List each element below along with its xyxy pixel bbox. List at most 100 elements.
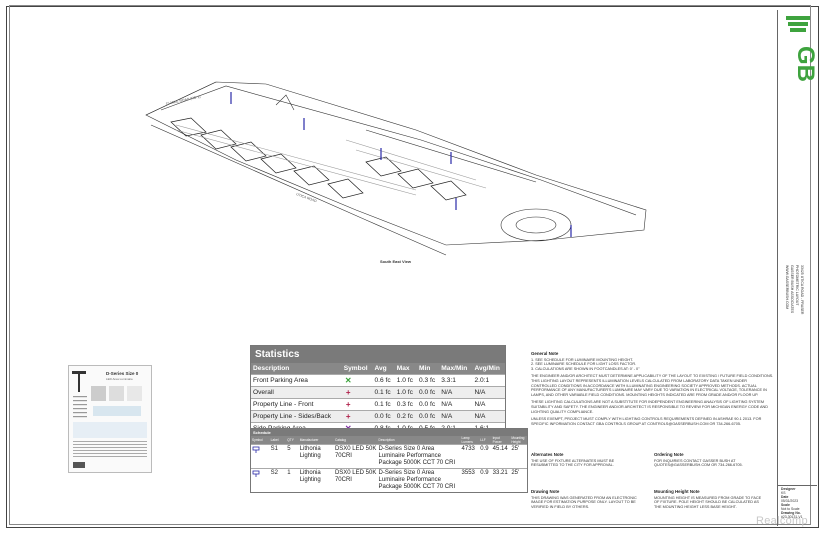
logo-text: GB <box>792 46 816 82</box>
mounting-height-note: Mounting Height Note MOUNTING HEIGHT IS … <box>654 489 766 509</box>
drawing-sheet-frame <box>9 5 811 525</box>
scale-label: Scale <box>781 503 790 507</box>
note-paragraph: THESE LIGHTING CALCULATIONS ARE NOT A SU… <box>531 400 769 414</box>
area-marker-icon: ✕ <box>344 375 352 385</box>
table-row: Overall + 0.1 fc 1.0 fc 0.0 fc N/A N/A <box>251 386 505 399</box>
drawing-note-text: THIS DRAWING WAS GENERATED FROM AN ELECT… <box>531 495 637 509</box>
col-qty: QTY <box>286 436 299 445</box>
designer-label: Designer <box>781 487 796 491</box>
cell-qty: 1 <box>286 468 299 492</box>
project-line: GASSER BUSH ASSOCIATES <box>790 265 794 314</box>
cell-avg: 0.0 fc <box>372 410 395 423</box>
note-item: 1. SEE SCHEDULE FOR LUMINAIRE MOUNTING H… <box>531 357 634 362</box>
cell-max: 0.2 fc <box>394 410 418 423</box>
ordering-note: Ordering Note FOR INQUIRIES CONTACT GASS… <box>654 452 764 468</box>
col-avg: Avg <box>372 363 395 375</box>
statistics-grid: Description Symbol Avg Max Min Max/Min A… <box>251 363 505 434</box>
project-line: 33425 UTICA ROAD - FRASER <box>800 265 804 315</box>
plan-caption: South East View <box>380 259 412 264</box>
cell-description: Front Parking Area <box>251 374 342 387</box>
cell-manufacturer: Lithonia Lighting <box>298 468 334 492</box>
date-value: 05/31/2023 <box>781 499 798 503</box>
table-row: Property Line - Front + 0.1 fc 0.3 fc 0.… <box>251 398 505 411</box>
drawing-note-title: Drawing Note <box>531 489 560 494</box>
luminaire-symbol-icon <box>252 446 260 453</box>
cell-avg: 0.1 fc <box>372 398 395 411</box>
table-row: Front Parking Area ✕ 0.6 fc 1.0 fc 0.3 f… <box>251 374 505 387</box>
designer-value: KS <box>781 491 786 495</box>
general-note-title: General Note <box>531 351 559 356</box>
col-symbol: Symbol <box>341 363 373 375</box>
gba-logo: GB <box>786 16 816 82</box>
statistics-title: Statistics <box>251 346 505 363</box>
col-min: Min <box>417 363 440 375</box>
col-max: Max <box>394 363 418 375</box>
alternates-note: Alternates Note THE USE OF FIXTURE ALTER… <box>531 452 641 468</box>
cell-min: 0.0 fc <box>417 398 440 411</box>
cell-avg-min: N/A <box>472 398 505 411</box>
cell-avg: 0.1 fc <box>372 386 395 399</box>
cell-llf: 0.9 <box>479 468 492 492</box>
cell-catalog: DSX0 LED 50K 70CRI <box>333 468 378 492</box>
watermark: Realcomp <box>756 515 808 527</box>
cell-description: Property Line - Sides/Back <box>251 410 342 423</box>
cell-max: 1.0 fc <box>394 374 418 387</box>
cell-min: 0.0 fc <box>417 386 440 399</box>
cell-description: Overall <box>251 386 342 399</box>
cell-max: 0.3 fc <box>394 398 418 411</box>
street-label: 15 MILE ROAD (RD 1) <box>165 95 200 106</box>
cut-sheet-subtitle: LED Area Luminaire <box>106 377 133 381</box>
site-plan: 15 MILE ROAD (RD 1) UTICA ROAD <box>145 81 647 256</box>
cell-lumens: 4733 <box>460 444 480 469</box>
schedule-title: Schedule <box>251 429 527 436</box>
table-row: S1 5 Lithonia Lighting DSX0 LED 50K 70CR… <box>251 444 527 469</box>
cell-avg-min: N/A <box>472 410 505 423</box>
luminaire-schedule: Schedule Symbol Label QTY Manufacturer C… <box>250 428 528 493</box>
cell-max-min: N/A <box>439 410 473 423</box>
fixture-cut-sheet: D-Series Size 0 LED Area Luminaire <box>68 365 152 473</box>
cell-label: S1 <box>269 444 287 469</box>
road-label: UTICA ROAD <box>296 192 318 203</box>
col-avg-min: Avg/Min <box>472 363 505 375</box>
col-power: Input Power <box>491 436 511 445</box>
col-llf: LLF <box>479 436 492 445</box>
table-row: Property Line - Sides/Back + 0.0 fc 0.2 … <box>251 410 505 423</box>
cut-sheet-graphic: D-Series Size 0 LED Area Luminaire <box>72 371 147 468</box>
drawing-number-label: Drawing No. <box>781 511 801 515</box>
table-row: S2 1 Lithonia Lighting DSX0 LED 50K 70CR… <box>251 468 527 492</box>
cell-power: 45.14 <box>491 444 511 469</box>
ordering-note-text: FOR INQUIRIES CONTACT GASSER BUSH AT QUO… <box>654 458 743 468</box>
drawing-sheet-border <box>6 6 819 528</box>
col-height: Mounting Height <box>510 436 527 445</box>
title-block <box>777 10 818 526</box>
scale-value: Not to Scale <box>781 507 800 511</box>
cell-power: 33.21 <box>491 468 511 492</box>
cell-avg: 0.6 fc <box>372 374 395 387</box>
col-manufacturer: Manufacturer <box>298 436 334 445</box>
general-note: General Note 1. SEE SCHEDULE FOR LUMINAI… <box>531 351 774 429</box>
cell-description: D-Series Size 0 Area Luminaire Performan… <box>377 444 461 469</box>
cell-max-min: N/A <box>439 386 473 399</box>
cell-max-min: 3.3:1 <box>439 374 473 387</box>
alternates-note-title: Alternates Note <box>531 452 564 457</box>
mounting-height-note-title: Mounting Height Note <box>654 489 700 494</box>
plus-marker-icon: + <box>345 387 351 397</box>
cell-min: 0.3 fc <box>417 374 440 387</box>
drawing-number-value: #23-30131-V1 <box>781 515 803 519</box>
cell-lumens: 3553 <box>460 468 480 492</box>
col-symbol: Symbol <box>251 436 270 445</box>
cell-min: 0.0 fc <box>417 410 440 423</box>
note-item: 2. SEE LUMINAIRE SCHEDULE FOR LIGHT LOSS… <box>531 362 637 367</box>
cell-height: 25' <box>510 444 527 469</box>
plus-marker-icon: + <box>345 399 351 409</box>
cell-max-min: N/A <box>439 398 473 411</box>
ordering-note-title: Ordering Note <box>654 452 684 457</box>
col-max-min: Max/Min <box>439 363 473 375</box>
plus-marker-icon: + <box>345 411 351 421</box>
date-label: Date <box>781 495 789 499</box>
alternates-note-text: THE USE OF FIXTURE ALTERNATES MUST BE RE… <box>531 458 615 468</box>
cell-max: 1.0 fc <box>394 386 418 399</box>
col-lumens: Lamp Lumens <box>460 436 480 445</box>
statistics-table: Statistics Description Symbol Avg Max Mi… <box>250 345 506 435</box>
tb-divider <box>777 485 817 486</box>
